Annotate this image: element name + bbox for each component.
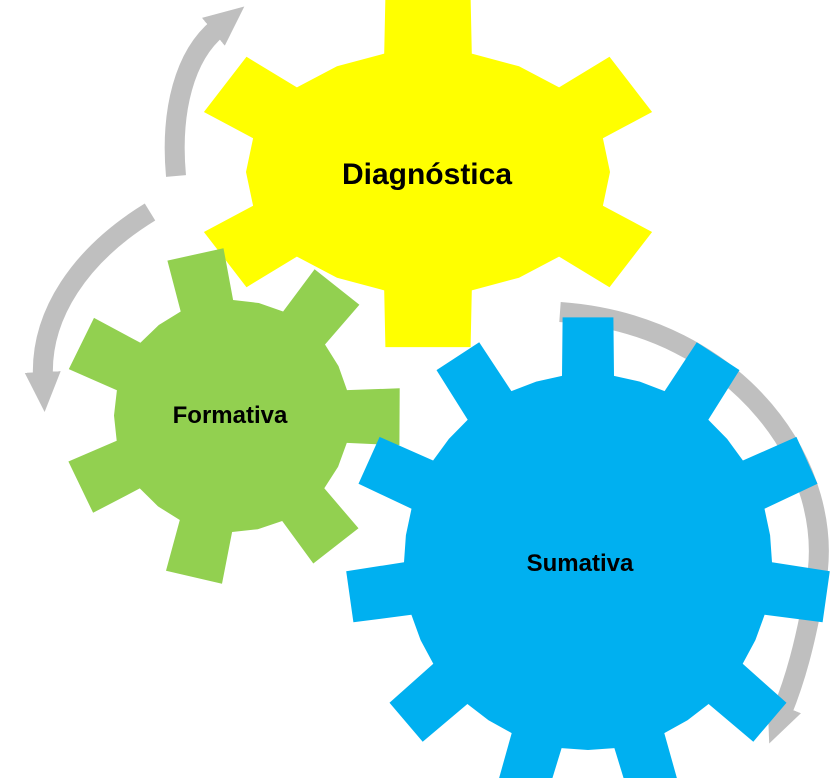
sumativa-gear	[346, 317, 830, 778]
diagnostica-label: Diagnóstica	[342, 158, 512, 191]
formativa-gear	[68, 248, 400, 584]
sumativa-label: Sumativa	[527, 550, 634, 577]
arrow-sumativa-cycle	[559, 302, 829, 744]
diagnostica-gear	[203, 0, 653, 348]
arrow-formativa-to-diagnostica	[164, 6, 245, 177]
formativa-label: Formativa	[173, 402, 288, 429]
arrow-diagnostica-to-formativa	[24, 203, 156, 412]
